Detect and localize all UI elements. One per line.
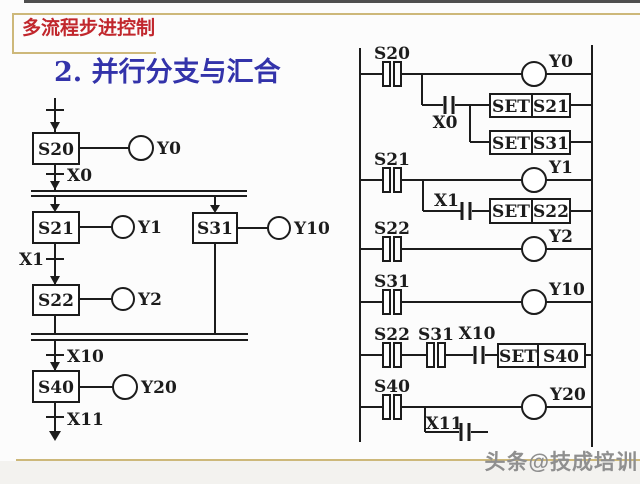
- stl-contact: [393, 394, 402, 420]
- output-coil: [267, 216, 291, 240]
- arrowhead-down-icon: [210, 205, 220, 213]
- stl-contact: [382, 342, 391, 368]
- output-coil: [521, 61, 547, 87]
- sfc-step-s20: S20 Y0: [32, 132, 181, 165]
- watermark: 头条@技成培训: [484, 451, 638, 474]
- stl-contact: [382, 236, 391, 262]
- sfc-diagram: S20 Y0 X0 S21 Y1: [19, 98, 330, 441]
- set-cmd-label: SET: [499, 347, 537, 367]
- stl-contact: [382, 394, 391, 420]
- coil-label: Y1: [548, 158, 573, 178]
- arrowhead-down-icon: [50, 362, 60, 371]
- output-coil: [521, 167, 547, 193]
- arrowhead-down-icon: [50, 122, 60, 131]
- ladder-rung-5: S22 S31 X10 SET S40: [360, 324, 592, 368]
- set-target-label: S40: [543, 347, 579, 367]
- sfc-step-s21: S21 Y1: [32, 197, 162, 244]
- contact-label: X0: [432, 113, 457, 133]
- set-cmd-label: SET: [492, 97, 530, 117]
- contact-label: S22: [374, 325, 410, 345]
- ladder-rung-3: S22 Y2: [360, 219, 592, 262]
- contact-label: S21: [374, 150, 410, 170]
- arrowhead-down-icon: [50, 204, 60, 212]
- output-label: Y10: [293, 219, 330, 239]
- ladder-rung-4: S31 Y10: [360, 272, 592, 315]
- step-label: S31: [197, 219, 233, 239]
- output-coil: [521, 394, 547, 420]
- contact-label: S31: [418, 325, 454, 345]
- output-label: Y2: [137, 290, 162, 310]
- output-label: Y20: [140, 378, 177, 398]
- transition-label: X0: [67, 166, 92, 186]
- output-coil: [111, 287, 135, 311]
- slide-top-edge: [24, 0, 640, 3]
- contact-label: X1: [434, 191, 459, 211]
- output-coil: [521, 236, 547, 262]
- footer-background: [0, 461, 640, 484]
- output-coil: [521, 289, 547, 315]
- header-border-line: [12, 13, 640, 15]
- stl-contact: [426, 342, 435, 368]
- output-label: Y0: [156, 139, 181, 159]
- set-target-label: S21: [533, 97, 569, 117]
- page-title: 多流程步进控制: [22, 18, 156, 39]
- stl-contact: [382, 61, 391, 87]
- stl-contact: [437, 342, 446, 368]
- arrowhead-down-icon: [50, 181, 60, 190]
- coil-label: Y20: [549, 385, 586, 405]
- transition-label: X1: [19, 250, 44, 270]
- output-label: Y1: [137, 218, 162, 238]
- title-box: 多流程步进控制: [12, 13, 156, 54]
- stl-contact: [393, 342, 402, 368]
- stl-contact: [393, 236, 402, 262]
- ladder-diagram: S20 Y0 X0 SET S21 SET: [359, 44, 593, 447]
- coil-label: Y10: [548, 280, 585, 300]
- contact-label: X11: [426, 414, 463, 434]
- ladder-rung-1: S20 Y0 X0 SET S21 SET: [360, 44, 592, 155]
- footer-border-line: [16, 459, 640, 461]
- output-coil: [111, 215, 135, 239]
- transition-label: X10: [67, 347, 104, 367]
- ladder-rung-6: S40 Y20 X11: [360, 377, 592, 441]
- page-subtitle: 2. 并行分支与汇合: [54, 57, 281, 88]
- set-cmd-label: SET: [492, 202, 530, 222]
- coil-label: Y0: [548, 52, 573, 72]
- set-target-label: S22: [533, 202, 569, 222]
- step-label: S20: [38, 140, 74, 160]
- sfc-step-s22: S22 Y2: [32, 284, 162, 316]
- arrowhead-down-icon: [49, 431, 61, 441]
- stl-contact: [382, 289, 391, 315]
- output-coil: [128, 135, 154, 161]
- step-box: [32, 132, 80, 165]
- step-label: S22: [38, 291, 74, 311]
- coil-label: Y2: [548, 227, 573, 247]
- transition-label: X11: [67, 410, 104, 430]
- stl-contact: [393, 167, 402, 193]
- stl-contact: [393, 289, 402, 315]
- set-target-label: S31: [533, 134, 569, 154]
- step-label: S21: [38, 219, 74, 239]
- set-cmd-label: SET: [492, 134, 530, 154]
- contact-label: S22: [374, 219, 410, 239]
- sfc-step-s40: S40 Y20: [32, 370, 177, 403]
- contact-label: S40: [374, 377, 410, 397]
- ladder-rung-2: S21 Y1 X1 SET S22: [360, 150, 592, 224]
- contact-label: X10: [459, 324, 496, 344]
- arrowhead-down-icon: [50, 276, 60, 285]
- sfc-step-s31: S31 Y10: [192, 197, 330, 244]
- step-label: S40: [38, 378, 74, 398]
- stl-contact: [393, 61, 402, 87]
- contact-label: S20: [374, 44, 410, 64]
- stl-contact: [382, 167, 391, 193]
- contact-label: S31: [374, 272, 410, 292]
- output-coil: [112, 374, 138, 400]
